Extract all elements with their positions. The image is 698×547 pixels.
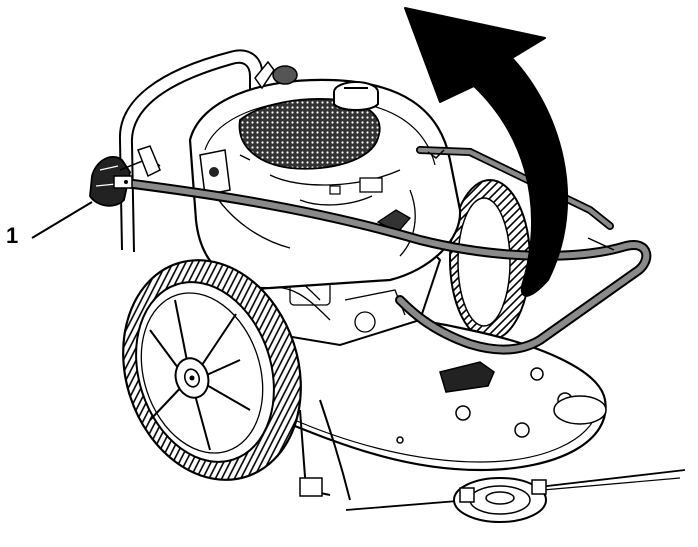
right-wheel — [449, 179, 531, 341]
trimmer-head — [345, 469, 686, 523]
callout-label-1: 1 — [6, 223, 19, 248]
handle-bracket — [137, 145, 161, 178]
curved-arrow-icon — [404, 7, 569, 297]
left-wheel — [122, 259, 302, 481]
callout-leader-line — [31, 201, 93, 239]
